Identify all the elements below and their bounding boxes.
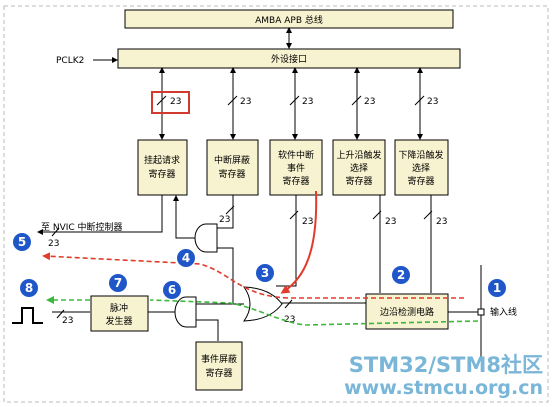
bus-width-label: 23 — [170, 97, 181, 107]
svg-text:寄存器: 寄存器 — [345, 175, 372, 187]
step-badge-4: 4 — [177, 249, 195, 267]
rising-trigger-register: 上升沿触发 选择 寄存器 — [332, 139, 386, 196]
svg-text:事件屏蔽: 事件屏蔽 — [201, 353, 237, 365]
interrupt-mask-register: 中断屏蔽 寄存器 — [206, 139, 259, 196]
event-and-gate — [174, 296, 197, 328]
svg-text:选择: 选择 — [412, 162, 430, 174]
step-badge-8: 8 — [20, 279, 38, 297]
svg-text:3: 3 — [261, 266, 269, 280]
svg-text:寄存器: 寄存器 — [282, 175, 309, 187]
width-label-nvic: 23 — [48, 239, 59, 249]
pending-register: 挂起请求 寄存器 — [137, 139, 188, 196]
svg-text:7: 7 — [114, 276, 122, 290]
svg-text:脉冲: 脉冲 — [110, 302, 128, 314]
amba-apb-bus: AMBA APB 总线 — [124, 9, 454, 29]
bus-width-label: 23 — [302, 97, 313, 107]
svg-text:寄存器: 寄存器 — [148, 168, 175, 180]
signal-wires — [37, 195, 485, 358]
svg-text:6: 6 — [168, 283, 176, 297]
width-label-or: 23 — [284, 315, 295, 325]
svg-text:5: 5 — [18, 235, 26, 249]
bus-width-label: 23 — [427, 97, 438, 107]
svg-text:事件: 事件 — [287, 162, 305, 174]
peripheral-interface-label: 外设接口 — [271, 53, 307, 65]
width-label-falling: 23 — [436, 217, 447, 227]
width-label-pulse: 23 — [62, 316, 73, 326]
register-bus-links — [156, 67, 425, 140]
width-label-rising: 23 — [385, 217, 396, 227]
input-line-label: 输入线 — [490, 306, 517, 318]
width-label-swevent: 23 — [302, 217, 313, 227]
step-badge-2: 2 — [392, 266, 410, 284]
diagram-frame — [3, 5, 549, 403]
watermark-title: STM32/STM8社区 — [349, 353, 543, 377]
step-badge-1: 1 — [488, 279, 506, 297]
bus-width-label: 23 — [364, 97, 375, 107]
nvic-label: 至 NVIC 中断控制器 — [41, 221, 123, 233]
or-gate — [243, 286, 283, 322]
software-trigger-arrow — [280, 190, 318, 294]
svg-text:中断屏蔽: 中断屏蔽 — [214, 154, 250, 166]
interrupt-path — [42, 252, 464, 299]
width-label-mask: 23 — [219, 215, 230, 225]
pulse-generator: 脉冲 发生器 — [90, 295, 149, 332]
svg-text:挂起请求: 挂起请求 — [144, 154, 180, 166]
peripheral-interface: 外设接口 — [117, 48, 461, 69]
falling-trigger-register: 下降沿触发 选择 寄存器 — [394, 139, 449, 196]
pulse-waveform-icon — [12, 307, 43, 324]
svg-text:下降沿触发: 下降沿触发 — [398, 149, 443, 161]
step-badge-3: 3 — [256, 264, 274, 282]
svg-text:边沿检测电路: 边沿检测电路 — [380, 306, 434, 318]
svg-text:寄存器: 寄存器 — [407, 175, 434, 187]
step-badge-6: 6 — [163, 281, 181, 299]
event-mask-register: 事件屏蔽 寄存器 — [195, 341, 243, 391]
step-badge-7: 7 — [109, 274, 127, 292]
step-badge-5: 5 — [13, 233, 31, 251]
watermark-url: www.stmcu.org.cn — [344, 377, 543, 399]
svg-text:上升沿触发: 上升沿触发 — [336, 149, 381, 161]
event-path — [149, 299, 479, 326]
svg-text:8: 8 — [25, 281, 33, 295]
svg-text:发生器: 发生器 — [105, 315, 132, 327]
amba-bus-label: AMBA APB 总线 — [255, 14, 323, 26]
svg-text:选择: 选择 — [350, 162, 368, 174]
svg-text:4: 4 — [182, 251, 190, 265]
bus-width-label: 23 — [240, 97, 251, 107]
pclk2-label: PCLK2 — [56, 56, 84, 66]
software-event-register: 软件中断 事件 寄存器 — [269, 139, 323, 196]
svg-text:2: 2 — [397, 268, 405, 282]
svg-text:寄存器: 寄存器 — [218, 168, 245, 180]
svg-text:软件中断: 软件中断 — [278, 149, 314, 161]
svg-text:寄存器: 寄存器 — [205, 367, 232, 379]
highlight-box — [151, 91, 190, 114]
svg-text:1: 1 — [493, 281, 501, 295]
interrupt-and-gate — [194, 223, 218, 253]
